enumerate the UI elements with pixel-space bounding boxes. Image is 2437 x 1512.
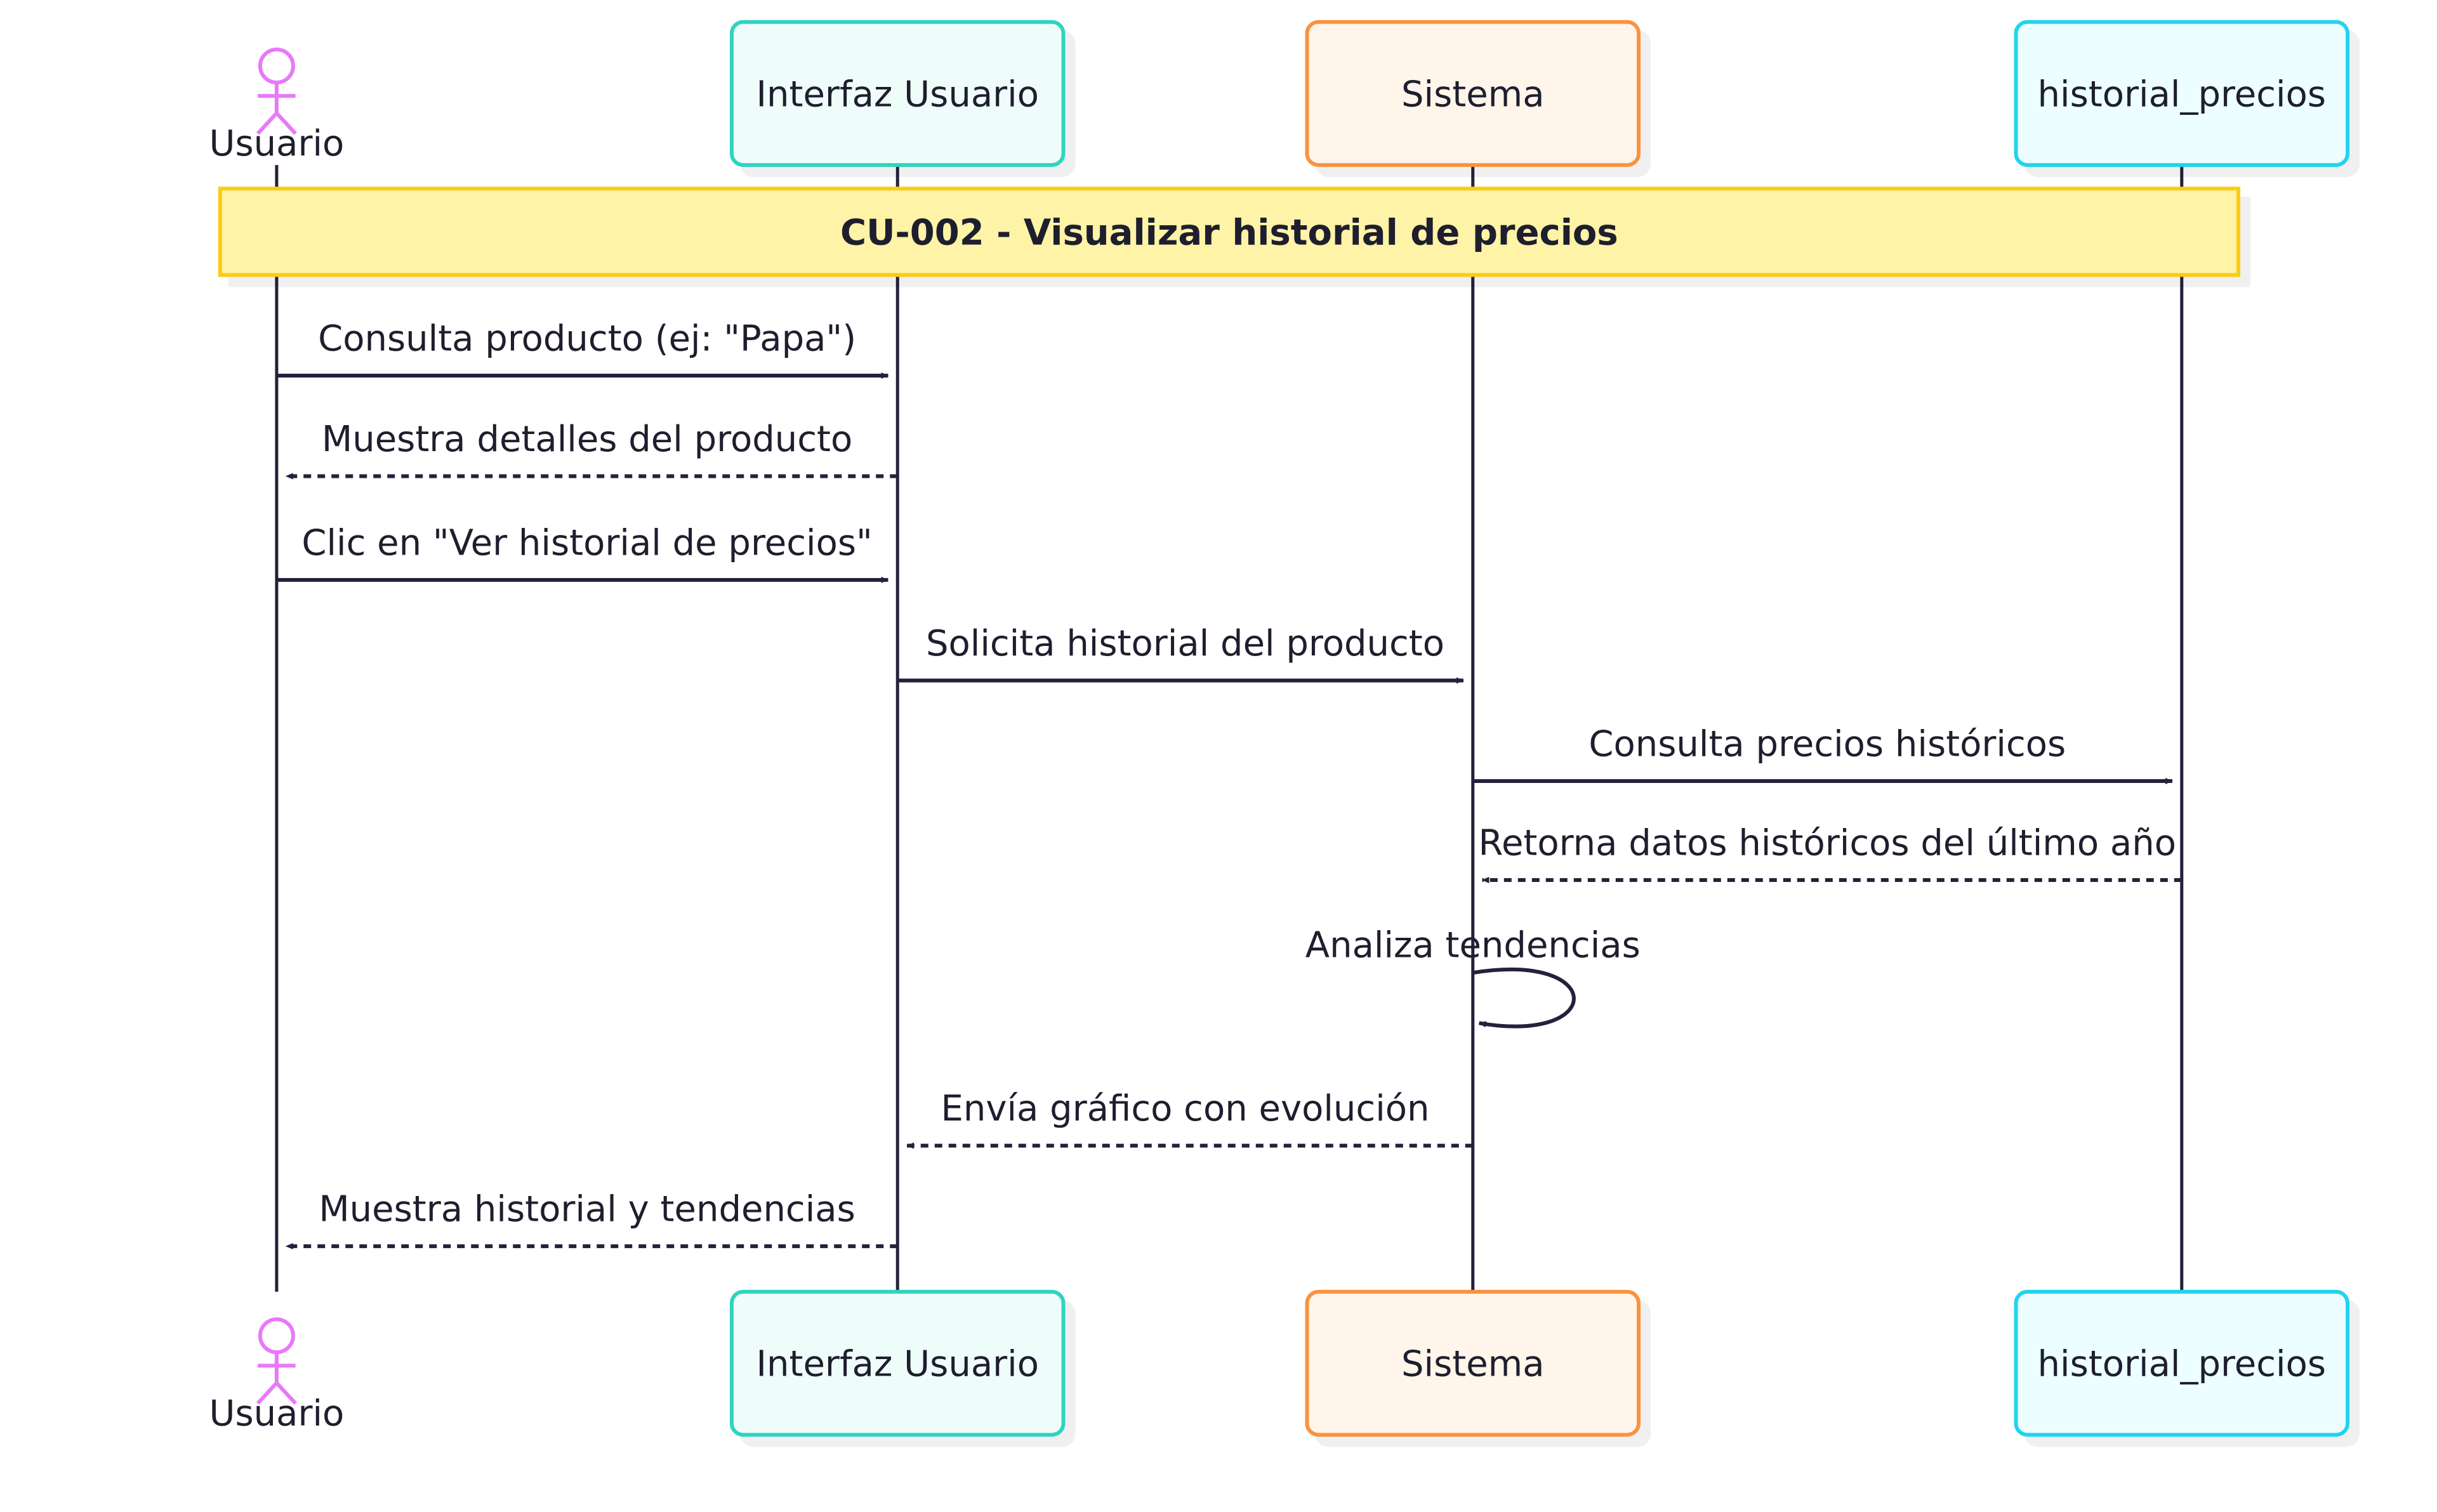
message-label: Consulta producto (ej: "Papa"): [318, 318, 856, 359]
lifelines: [275, 165, 2184, 1292]
self-arrow: [1472, 968, 1576, 1029]
message-9: Muestra historial y tendencias: [285, 1188, 898, 1250]
message-label: Envía gráfico con evolución: [941, 1088, 1429, 1129]
message-3: Clic en "Ver historial de precios": [276, 522, 889, 583]
message-6: Retorna datos históricos del último año: [1479, 822, 2182, 884]
note-label: CU-002 - Visualizar historial de precios: [840, 212, 1618, 253]
message-label: Consulta precios históricos: [1588, 723, 2066, 765]
participant-label: historial_precios: [2038, 74, 2326, 115]
note-layer: CU-002 - Visualizar historial de precios: [218, 187, 2240, 277]
person-icon: [256, 48, 297, 135]
messages-layer: Consulta producto (ej: "Papa") Muestra de…: [276, 318, 2182, 1250]
actor-label: Usuario: [209, 1393, 345, 1434]
message-1: Consulta producto (ej: "Papa"): [276, 318, 889, 379]
message-label: Muestra historial y tendencias: [319, 1188, 855, 1230]
message-label: Solicita historial del producto: [926, 623, 1444, 664]
participant-interfaz-usuario-top: Interfaz Usuario: [729, 20, 1066, 168]
participant-label: Sistema: [1401, 74, 1545, 115]
participant-sistema-top: Sistema: [1305, 20, 1641, 168]
participant-label: historial_precios: [2038, 1344, 2326, 1385]
message-5: Consulta precios históricos: [1472, 723, 2173, 784]
message-label: Clic en "Ver historial de precios": [301, 522, 872, 563]
message-2: Muestra detalles del producto: [285, 419, 898, 480]
actor-usuario-top: Usuario: [209, 48, 345, 164]
participant-sistema-bottom: Sistema: [1305, 1289, 1641, 1437]
message-label: Analiza tendencias: [1305, 924, 1641, 966]
participant-interfaz-usuario-bottom: Interfaz Usuario: [729, 1289, 1066, 1437]
participant-historial-precios-bottom: historial_precios: [2014, 1289, 2350, 1437]
note-box: CU-002 - Visualizar historial de precios: [218, 187, 2240, 277]
participant-label: Interfaz Usuario: [756, 1344, 1039, 1385]
message-4: Solicita historial del producto: [897, 623, 1464, 684]
message-7: Analiza tendencias: [1305, 924, 1641, 1029]
participant-label: Sistema: [1401, 1344, 1545, 1385]
message-8: Envía gráfico con evolución: [906, 1088, 1473, 1149]
participant-historial-precios-top: historial_precios: [2014, 20, 2350, 168]
participant-label: Interfaz Usuario: [756, 74, 1039, 115]
message-label: Muestra detalles del producto: [322, 419, 852, 460]
person-icon: [256, 1317, 297, 1405]
actor-label: Usuario: [209, 123, 345, 164]
message-label: Retorna datos históricos del último año: [1479, 822, 2176, 864]
actor-usuario-bottom: Usuario: [209, 1317, 345, 1434]
